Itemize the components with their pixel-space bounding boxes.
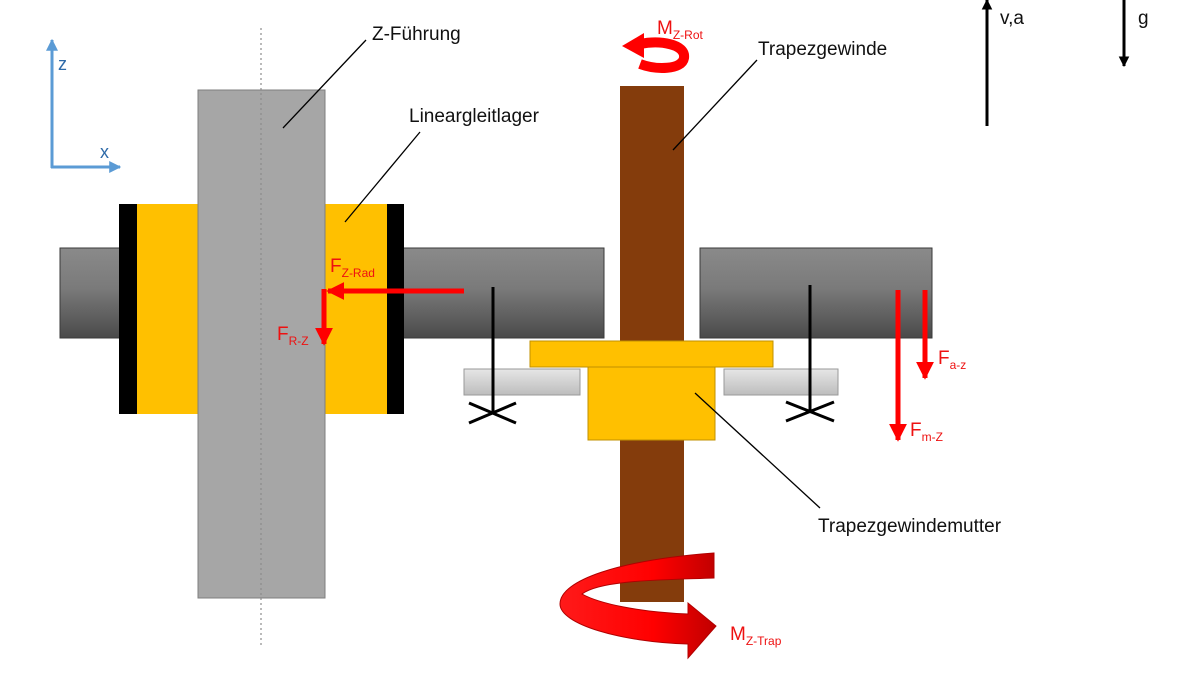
force-arrows	[315, 282, 934, 442]
label-mz-rot: MZ-Rot	[657, 18, 703, 42]
label-lineargleitlager: Lineargleitlager	[409, 106, 540, 127]
leader-lines	[282, 39, 821, 509]
label-gravity: g	[1138, 8, 1149, 29]
label-mz-trap: MZ-Trap	[730, 624, 782, 648]
label-trapezgewindemutter: Trapezgewindemutter	[818, 516, 1002, 537]
x-axis-label: x	[100, 142, 109, 162]
coordinate-axes: z x	[46, 38, 122, 173]
nut-pad-right	[723, 368, 839, 396]
nut-pad-left	[463, 368, 581, 396]
label-fa-z: Fa-z	[938, 348, 966, 372]
nut-flange	[529, 340, 774, 368]
label-trapezgewinde: Trapezgewinde	[758, 39, 887, 60]
nut-body	[587, 366, 716, 441]
leader-trapezgewindemutter	[694, 392, 821, 509]
beam-right	[699, 247, 933, 339]
bearing-seal-left	[119, 204, 137, 414]
spring-right	[785, 285, 835, 423]
label-velocity: v,a	[1000, 8, 1024, 29]
bearing-seal-right	[387, 204, 404, 414]
label-z-fuehrung: Z-Führung	[372, 24, 461, 45]
rotation-moment-bottom-arrow	[559, 552, 717, 660]
label-fz-rad: FZ-Rad	[330, 256, 375, 280]
rotation-moment-top-arrow	[622, 33, 689, 73]
leader-z-fuehrung	[282, 39, 367, 129]
label-fm-z: Fm-Z	[910, 420, 943, 444]
leader-lineargleitlager	[344, 131, 421, 223]
spring-left	[468, 287, 517, 425]
leader-trapezgewinde	[672, 59, 758, 151]
label-fr-z: FR-Z	[277, 324, 309, 348]
beam-left-stub	[59, 247, 131, 339]
z-axis-label: z	[58, 54, 67, 74]
